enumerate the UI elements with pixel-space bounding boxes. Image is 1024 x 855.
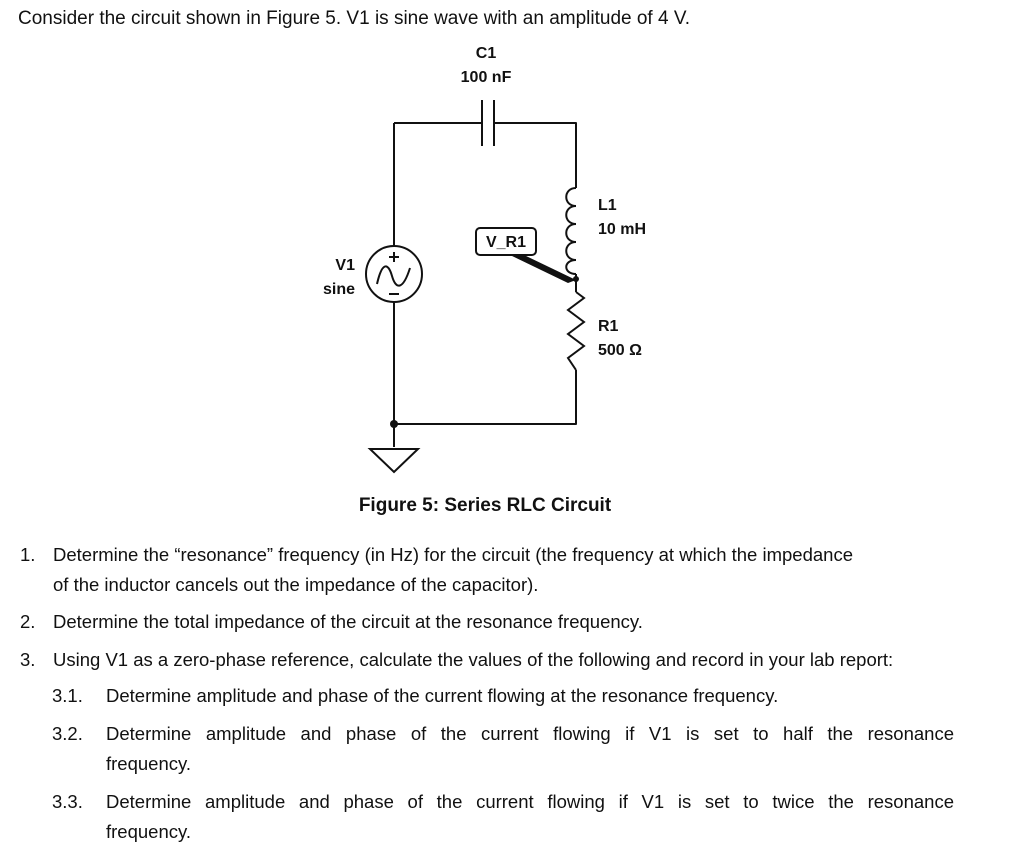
intro-text: Consider the circuit shown in Figure 5. … <box>18 8 691 29</box>
inductor-l1-symbol <box>565 187 577 275</box>
c1-name: C1 <box>476 45 497 62</box>
question-2-number: 2. <box>20 611 36 632</box>
r1-value: 500 Ω <box>598 342 642 359</box>
question-3-1-line-1: Determine amplitude and phase of the cur… <box>106 685 779 706</box>
question-3-number: 3. <box>20 649 36 670</box>
question-3-2: 3.2. Determine amplitude and phase of th… <box>52 719 957 779</box>
probe-v-r1 <box>475 227 576 283</box>
question-3: 3. Using V1 as a zero-phase reference, c… <box>20 645 960 675</box>
question-3-2-line-1: Determine amplitude and phase of the cur… <box>106 723 954 744</box>
question-3-line-1: Using V1 as a zero-phase reference, calc… <box>53 649 894 670</box>
l1-value: 10 mH <box>598 221 646 238</box>
wire-bottom <box>393 370 577 447</box>
question-3-3: 3.3. Determine amplitude and phase of th… <box>52 787 957 847</box>
ground-icon <box>367 448 421 474</box>
l1-name: L1 <box>598 197 617 214</box>
question-3-2-line-2: frequency. <box>106 753 192 774</box>
question-3-2-number: 3.2. <box>52 723 83 744</box>
question-1-line-1: Determine the “resonance” frequency (in … <box>53 544 853 565</box>
capacitor-c1-symbol <box>481 100 495 146</box>
wire-top <box>394 122 577 188</box>
circuit-schematic: C1 100 nF L1 10 mH R1 500 Ω V1 sine V_R1 <box>323 45 646 474</box>
question-1: 1. Determine the “resonance” frequency (… <box>20 540 960 600</box>
v1-name: V1 <box>335 257 355 274</box>
junction-dot <box>573 276 579 282</box>
question-3-3-number: 3.3. <box>52 791 83 812</box>
question-3-3-line-1: Determine amplitude and phase of the cur… <box>106 791 954 812</box>
figure-caption: Figure 5: Series RLC Circuit <box>358 495 612 516</box>
ground-junction-dot <box>390 420 398 428</box>
question-2: 2. Determine the total impedance of the … <box>20 607 960 637</box>
question-1-line-2: of the inductor cancels out the impedanc… <box>53 574 539 595</box>
question-1-number: 1. <box>20 544 36 565</box>
r1-name: R1 <box>598 318 619 335</box>
question-3-1-number: 3.1. <box>52 685 83 706</box>
probe-label: V_R1 <box>486 234 526 251</box>
question-3-1: 3.1. Determine amplitude and phase of th… <box>52 681 957 711</box>
question-2-line-1: Determine the total impedance of the cir… <box>53 611 643 632</box>
resistor-r1-symbol <box>566 291 586 371</box>
sine-source-icon <box>365 245 423 303</box>
question-3-3-line-2: frequency. <box>106 821 192 842</box>
v1-type: sine <box>323 281 355 298</box>
c1-value: 100 nF <box>461 69 512 86</box>
